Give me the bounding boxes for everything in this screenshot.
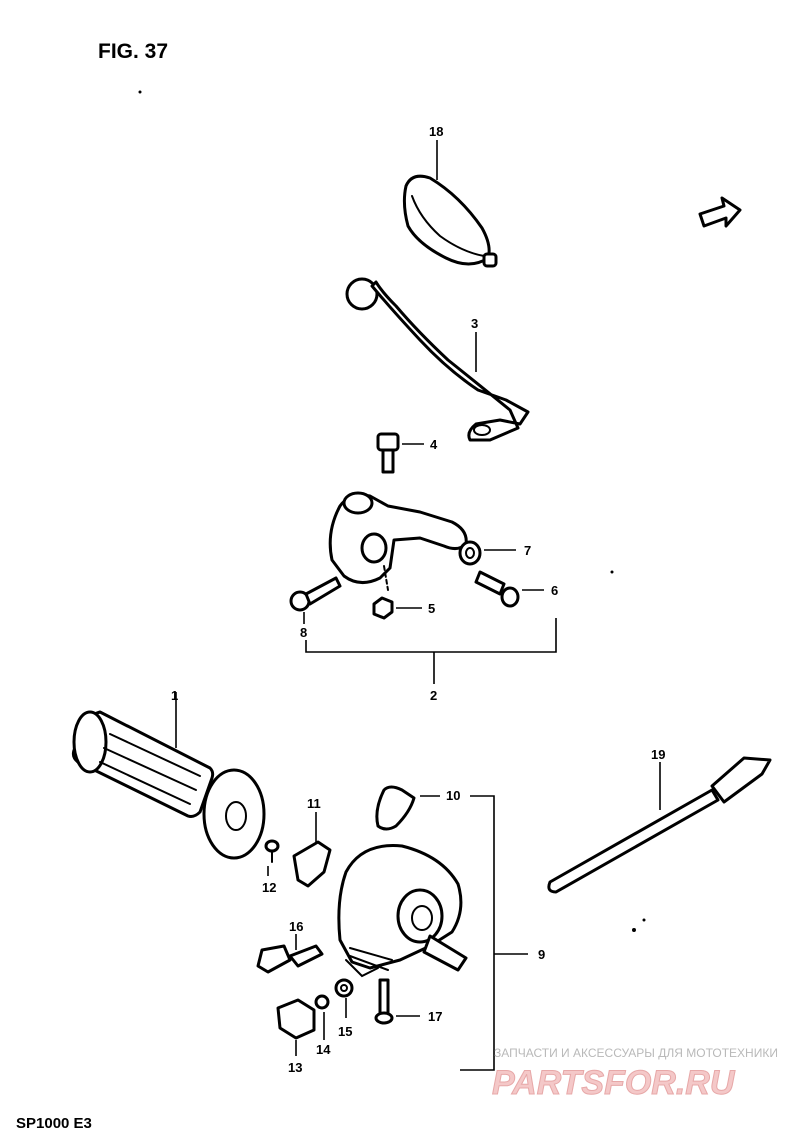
watermark-brand: PARTSFOR.RU (492, 1064, 736, 1102)
figure-title: FIG. 37 (98, 40, 168, 63)
bracket-9 (460, 795, 528, 1071)
callout-17: 17 (428, 1009, 442, 1024)
part-3-clutch-lever (345, 277, 530, 442)
part-19-cable-tie (547, 756, 772, 894)
callout-5: 5 (428, 601, 435, 616)
callout-15: 15 (338, 1024, 352, 1039)
callout-6: 6 (551, 583, 558, 598)
callout-1: 1 (171, 688, 178, 703)
callout-3: 3 (471, 316, 478, 331)
callout-14: 14 (316, 1042, 331, 1057)
part-16-switch (256, 944, 324, 974)
callout-12: 12 (262, 880, 276, 895)
callout-19: 19 (651, 747, 665, 762)
part-9-switch-housing (337, 844, 468, 978)
callout-16: 16 (289, 919, 303, 934)
part-1-grip (71, 710, 266, 860)
watermark-subtitle: ЗАПЧАСТИ И АКСЕССУАРЫ ДЛЯ МОТОТЕХНИКИ (494, 1046, 778, 1060)
callout-2: 2 (430, 688, 437, 703)
callout-7: 7 (524, 543, 531, 558)
part-2-lever-holder (328, 491, 468, 591)
part-15-grommet (334, 978, 354, 998)
part-17-bolt (374, 978, 394, 1025)
part-6-pivot-bolt (474, 570, 520, 608)
part-12-screw (264, 839, 280, 863)
model-code: SP1000 E3 (16, 1115, 92, 1132)
bracket-2 (305, 618, 557, 684)
part-18-lever-cover (402, 174, 498, 268)
callout-4: 4 (430, 437, 438, 452)
callout-13: 13 (288, 1060, 302, 1075)
direction-arrow-icon (698, 196, 742, 228)
callout-10: 10 (446, 788, 460, 803)
callout-9: 9 (538, 947, 545, 962)
part-8-clamp-bolt (289, 576, 342, 612)
callout-8: 8 (300, 625, 307, 640)
part-13-switch-body (276, 998, 316, 1040)
part-10-boot (375, 785, 416, 831)
part-14-cap (314, 994, 330, 1010)
callout-18: 18 (429, 124, 443, 139)
scan-specks (138, 90, 646, 932)
part-7-washer (458, 540, 482, 566)
part-5-nut (372, 596, 394, 620)
part-11-clip (292, 840, 332, 888)
callout-11: 11 (307, 796, 321, 811)
part-4-bolt (376, 432, 400, 474)
